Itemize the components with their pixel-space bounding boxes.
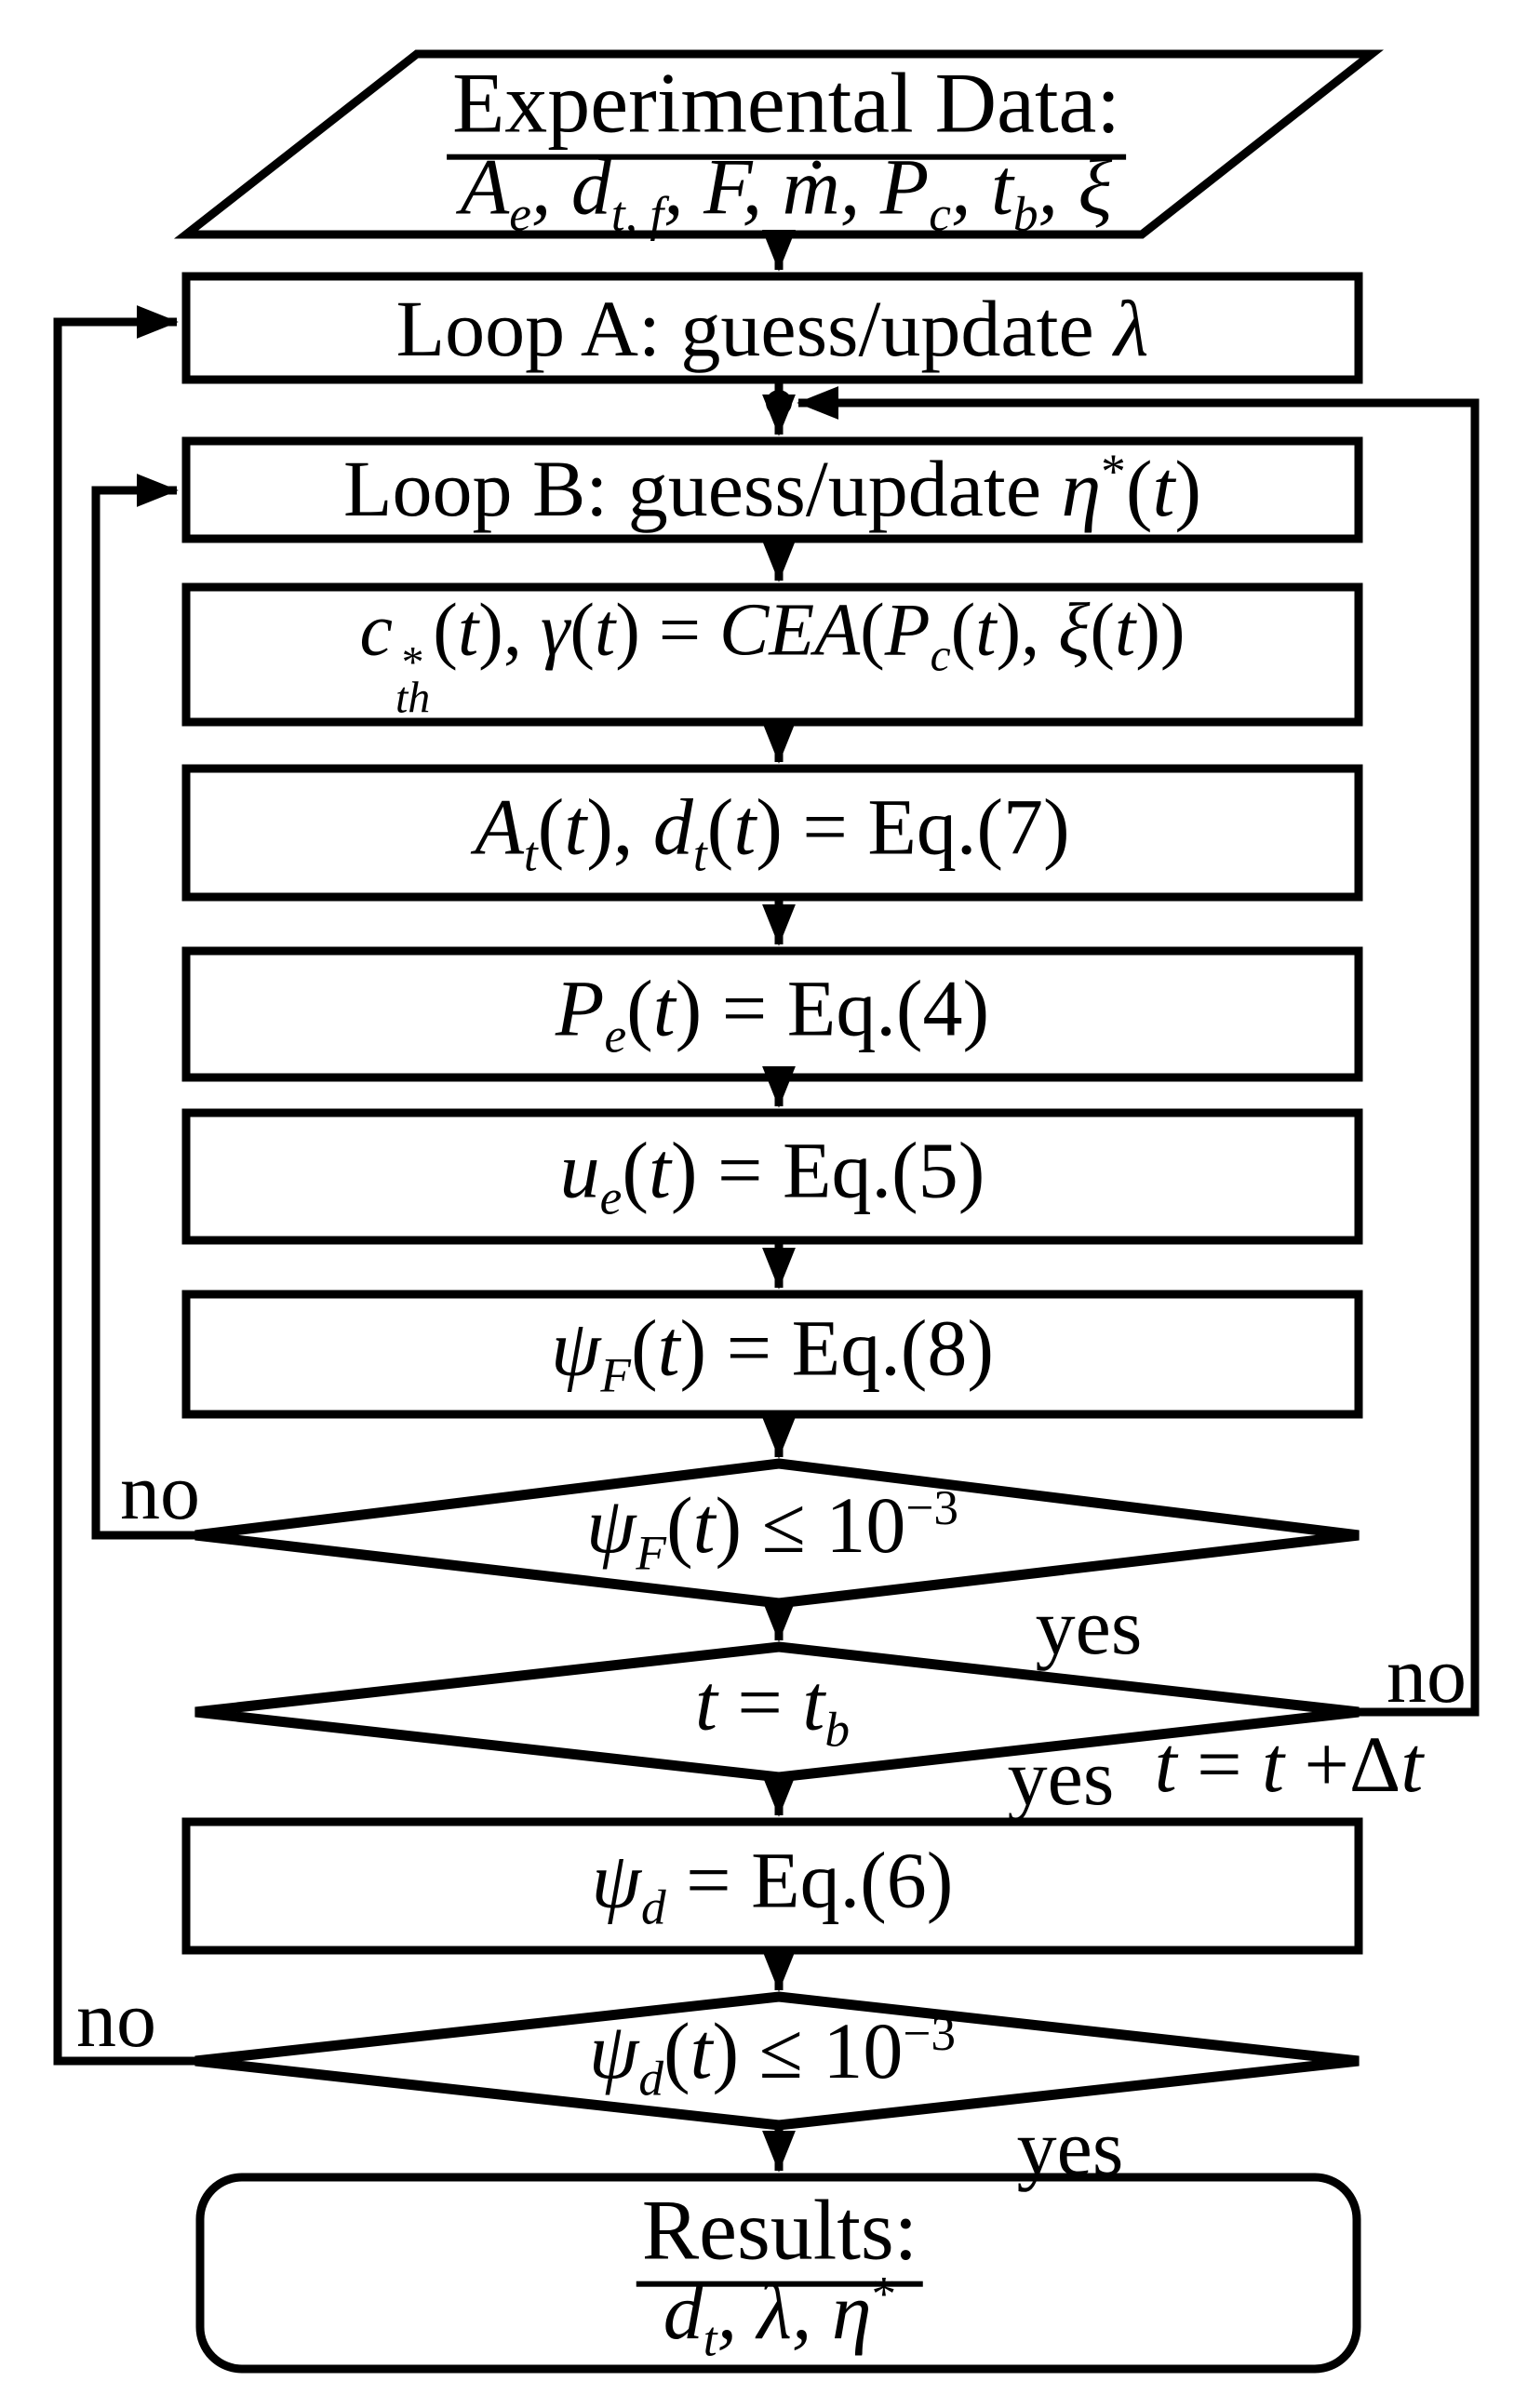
throat-label: At(t), dt(t) = Eq.(7) (475, 782, 1070, 882)
exit-velocity-label: ue(t) = Eq.(5) (559, 1125, 985, 1225)
loop-b-label: Loop B: guess/update η*(t) (342, 443, 1202, 534)
exit-velocity-box (181, 1108, 1363, 1245)
yes-label-burn-time: yes (1007, 1732, 1115, 1822)
experimental-data-title: Experimental Data: (447, 59, 1126, 160)
no-label-diameter: no (76, 1973, 156, 2064)
loop-b-return-line (91, 474, 195, 1540)
thrust-decision-label: ψF(t) ≤ 10−3 (585, 1479, 959, 1580)
loop-a-return-line (53, 305, 195, 2066)
loop-a-box (181, 272, 1363, 384)
diameter-decision-diamond (194, 1991, 1360, 2131)
cea-box (181, 582, 1363, 727)
yes-label-thrust: yes (1035, 1581, 1143, 1671)
cea-label: c*th(t), γ(t) = CEA(Pc(t), ξ(t)) (359, 589, 1186, 723)
yes-label-diameter: yes (1016, 2102, 1124, 2192)
experimental-data-shape (173, 49, 1385, 239)
time-increment-label: t = t +Δt (1154, 1719, 1424, 1809)
throat-box (181, 764, 1363, 902)
loop-b-box (181, 436, 1363, 543)
experimental-data-inputs: Ae, dt, f, F, ṁ, Pc, tb, ξ (460, 141, 1113, 242)
burn-time-decision-label: t = tb (695, 1657, 850, 1758)
diameter-decision-label: ψd(t) ≤ 10−3 (588, 2005, 957, 2106)
no-label-thrust: no (120, 1446, 200, 1536)
no-label-burn-time: no (1387, 1629, 1467, 1719)
thrust-residual-box (181, 1290, 1363, 1419)
diameter-residual-box (181, 1817, 1363, 1955)
exit-pressure-label: Pe(t) = Eq.(4) (555, 963, 990, 1064)
junction-dot (766, 390, 792, 416)
thrust-residual-label: ψF(t) = Eq.(8) (551, 1303, 994, 1403)
results-outputs: dt, λ, η* (663, 2266, 897, 2366)
diameter-residual-label: ψd = Eq.(6) (591, 1835, 954, 1935)
results-title: Results: (636, 2186, 924, 2287)
time-step-return-line (797, 386, 1480, 1717)
results-box (195, 2173, 1361, 2374)
loop-a-label: Loop A: guess/update λ (395, 283, 1149, 373)
